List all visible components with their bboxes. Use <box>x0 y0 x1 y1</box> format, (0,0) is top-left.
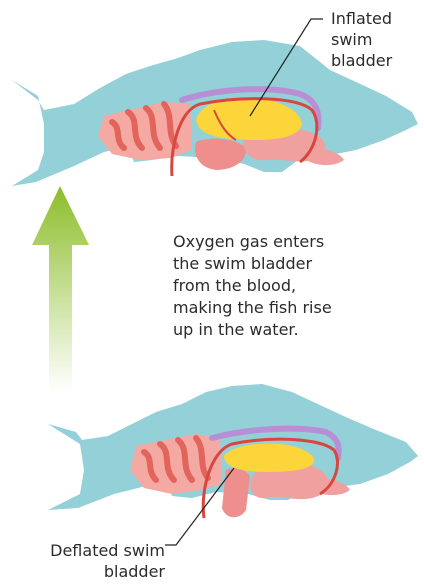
liver <box>195 139 246 170</box>
label-deflated-swim-bladder: Deflated swim bladder <box>25 540 165 582</box>
fish-deflated <box>48 384 418 518</box>
up-arrow-icon <box>32 186 89 392</box>
label-inflated-swim-bladder: Inflated swim bladder <box>331 8 421 71</box>
label-explanation: Oxygen gas enters the swim bladder from … <box>173 231 393 341</box>
liver <box>222 468 250 517</box>
